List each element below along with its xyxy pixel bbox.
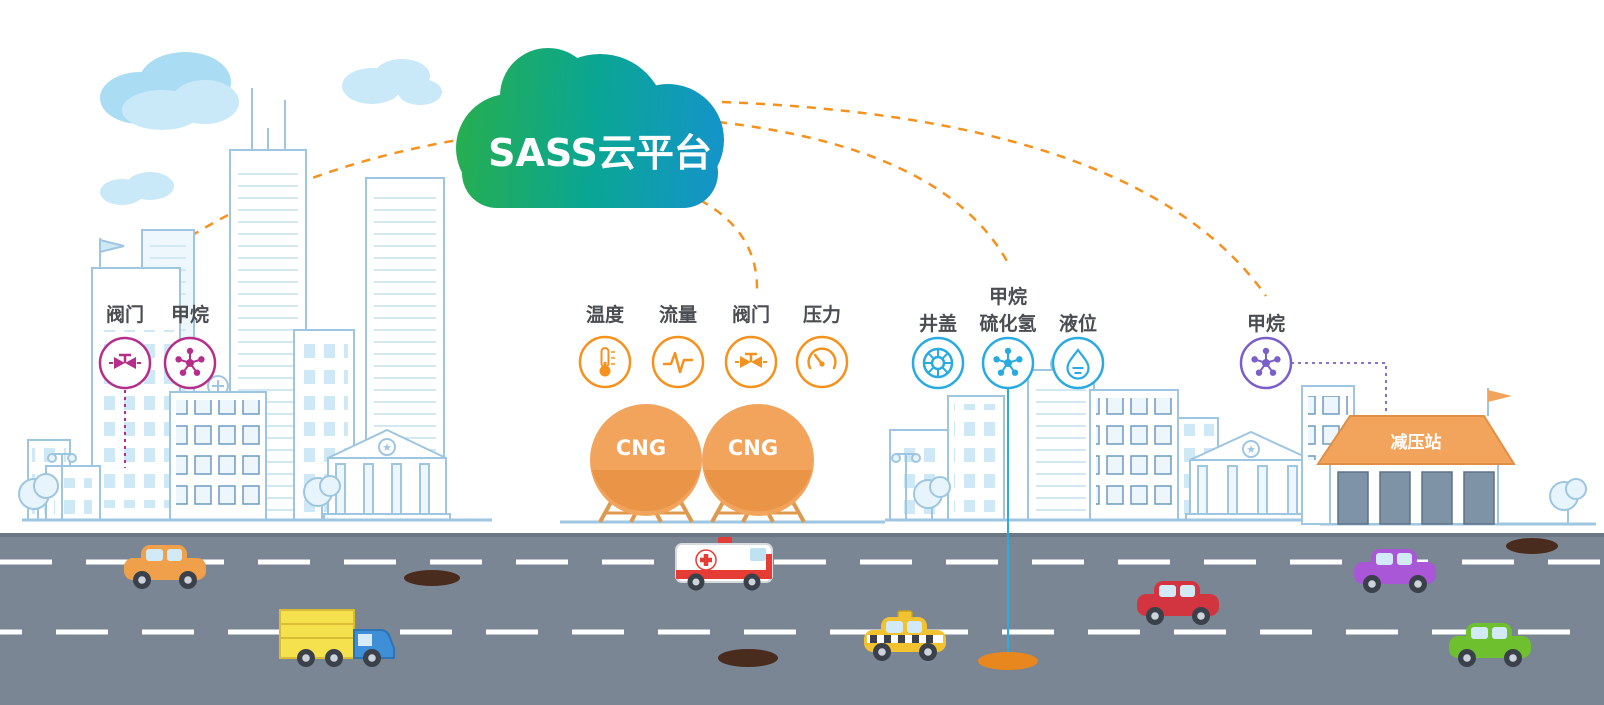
manhole-dark	[1506, 538, 1558, 554]
sensor-label: 流量	[659, 303, 697, 326]
sensor-label: 井盖	[919, 312, 957, 335]
manhole-dark	[718, 649, 778, 667]
street-lamp	[47, 453, 77, 520]
taxi	[864, 610, 946, 661]
drop-line-station	[1291, 362, 1387, 414]
sensor-label: 甲烷	[171, 303, 209, 326]
pressure-reducing-station: 减压站	[1301, 385, 1596, 526]
sensor-drop-lines	[124, 362, 1387, 652]
sensor-label: 甲烷	[1247, 312, 1285, 335]
sensor-label: 甲烷	[989, 285, 1027, 308]
cng-tank: CNG	[702, 404, 814, 523]
sensor-group-station: 甲烷	[1239, 312, 1293, 390]
truck	[279, 609, 395, 667]
valve-icon	[98, 336, 152, 390]
building-tower-cross	[1027, 353, 1095, 521]
cloud-label: SASS云平台	[488, 131, 712, 175]
thermometer-icon	[578, 335, 632, 389]
cng-label: CNG	[616, 436, 666, 460]
methane-icon	[163, 336, 217, 390]
sensor-label: 液位	[1059, 312, 1097, 335]
flow-icon	[651, 335, 705, 389]
svg-text:★: ★	[1246, 443, 1256, 456]
sensor-group-manhole: 井盖 甲烷 硫化氢 液位	[911, 285, 1105, 390]
station-label: 减压站	[1391, 432, 1442, 453]
sensor-group-city: 阀门 甲烷	[98, 303, 217, 390]
tree	[303, 475, 341, 520]
sensor-label: 阀门	[732, 303, 770, 326]
sensor-label: 阀门	[106, 303, 144, 326]
tree	[1549, 478, 1587, 524]
station-roof	[1316, 415, 1516, 465]
vehicles	[124, 537, 1531, 667]
building-classical: ★	[1185, 430, 1317, 521]
gauge-icon	[795, 335, 849, 389]
station-doors	[1337, 471, 1495, 525]
cng-label: CNG	[728, 436, 778, 460]
connector-station	[721, 100, 1268, 297]
city-right: ★	[885, 353, 1349, 522]
cng-tank: CNG	[590, 404, 702, 523]
manhole-dark	[404, 570, 460, 586]
building-blue-windows	[169, 375, 267, 521]
tree	[18, 473, 59, 520]
connector-cng	[699, 198, 759, 291]
cloud-platform: SASS云平台	[456, 48, 724, 208]
sensor-group-cng: 温度 流量 阀门 压力	[578, 303, 849, 389]
sensor-label: 压力	[803, 303, 841, 326]
sensor-label: 温度	[586, 303, 625, 326]
sensor-label: 硫化氢	[979, 312, 1036, 335]
building-blue-windows	[1089, 389, 1179, 521]
valve-icon	[724, 335, 778, 389]
cng-tanks: CNG CNG	[560, 404, 885, 524]
svg-text:★: ★	[382, 441, 392, 454]
connector-manhole	[717, 120, 1010, 264]
ambulance	[675, 537, 773, 591]
city-left: ★	[18, 88, 492, 522]
methane-icon	[1239, 336, 1293, 390]
liquid-level-icon	[1051, 336, 1105, 390]
manhole-orange	[978, 652, 1038, 670]
road	[0, 533, 1604, 705]
manhole-cover-icon	[911, 336, 965, 390]
tree	[913, 476, 951, 520]
sky-clouds	[100, 52, 442, 205]
methane-icon	[981, 336, 1035, 390]
street-lamp	[891, 453, 921, 520]
